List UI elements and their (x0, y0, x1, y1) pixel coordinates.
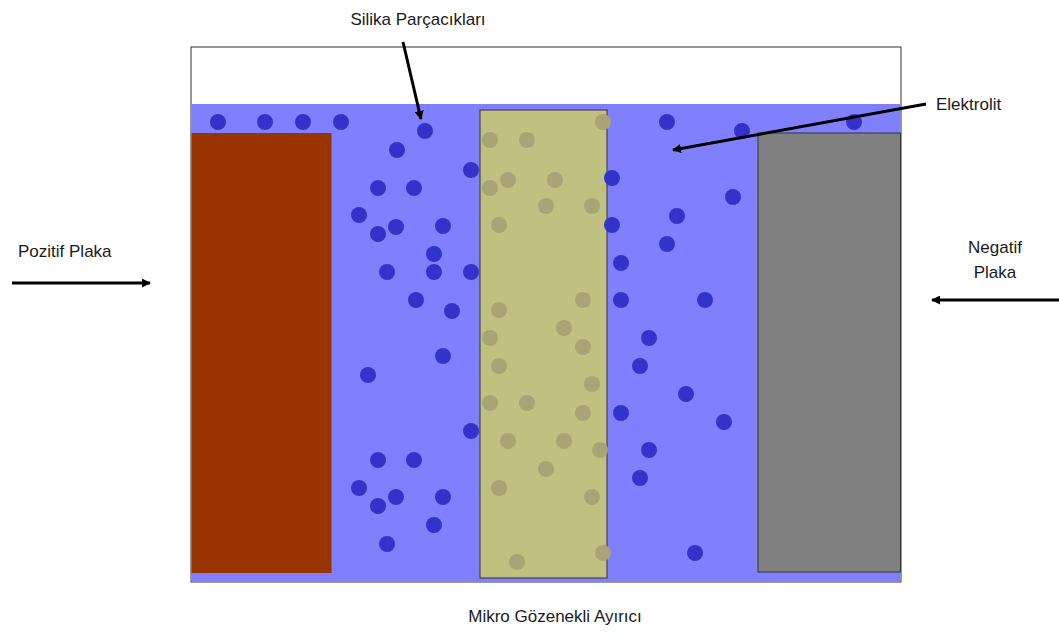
leader-arrow (403, 42, 421, 119)
separator-particle (556, 320, 572, 336)
silica-particle (669, 208, 685, 224)
silica-particle (370, 452, 386, 468)
silica-particle (463, 264, 479, 280)
electrolyte-label: Elektrolit (936, 93, 1001, 118)
silica-particle (426, 246, 442, 262)
silica-particle (678, 386, 694, 402)
separator-particle (491, 358, 507, 374)
separator-particle (491, 302, 507, 318)
silica-particle (435, 218, 451, 234)
silica-particle (426, 264, 442, 280)
silica-particle (687, 545, 703, 561)
separator-particle (592, 442, 608, 458)
separator-label: Mikro Gözenekli Ayırıcı (468, 605, 642, 630)
separator-particle (519, 132, 535, 148)
separator-particle (575, 292, 591, 308)
silica-particle (417, 123, 433, 139)
silica-particle (613, 405, 629, 421)
silica-particle (370, 498, 386, 514)
separator-particle (491, 480, 507, 496)
silica-particle (435, 348, 451, 364)
silica-particle (725, 189, 741, 205)
silica-particle (388, 489, 404, 505)
silica-particle (351, 207, 367, 223)
silica-particle (388, 219, 404, 235)
separator-particle (538, 461, 554, 477)
separator-particle (547, 172, 563, 188)
silica-particle (210, 114, 226, 130)
separator-particle (595, 545, 611, 561)
separator-particle (584, 376, 600, 392)
electrolyte (192, 104, 901, 582)
silica-particle (632, 358, 648, 374)
silica-particle (370, 226, 386, 242)
positive-plate (192, 133, 332, 573)
silica-particle (370, 180, 386, 196)
separator-particle (584, 198, 600, 214)
silica-particle (444, 303, 460, 319)
leader-arrows (12, 42, 1059, 300)
separator-particle (482, 395, 498, 411)
particle-label: Silika Parçacıkları (350, 8, 485, 33)
silica-particle (604, 217, 620, 233)
separator-particle (519, 395, 535, 411)
micro-porous-separator (480, 110, 607, 578)
separator-particle (482, 330, 498, 346)
silica-particle (697, 292, 713, 308)
silica-particle (379, 264, 395, 280)
silica-particle (604, 170, 620, 186)
silica-particle (613, 292, 629, 308)
separator-particle (575, 405, 591, 421)
silica-particle (333, 114, 349, 130)
separator-particle (482, 132, 498, 148)
separator-particle (538, 198, 554, 214)
plate-label: Negatif Plaka (955, 236, 1035, 285)
separator-particle (500, 172, 516, 188)
silica-particle (257, 114, 273, 130)
silica-particle (406, 452, 422, 468)
separator-particle (491, 217, 507, 233)
separator-particle (595, 114, 611, 130)
separator-particle (509, 554, 525, 570)
negative-plate (758, 133, 901, 572)
silica-particle (360, 367, 376, 383)
leader-arrow (12, 282, 150, 285)
separator-particle (575, 339, 591, 355)
silica-particle (632, 470, 648, 486)
silica-particle (641, 442, 657, 458)
silica-particles (210, 114, 862, 570)
leader-arrow (673, 104, 926, 150)
separator-particle (556, 433, 572, 449)
silica-particle (659, 236, 675, 252)
separator-particle (584, 489, 600, 505)
separator-particle (482, 180, 498, 196)
silica-particle (613, 255, 629, 271)
silica-particle (379, 536, 395, 552)
silica-particle (351, 480, 367, 496)
silica-particle (295, 114, 311, 130)
silica-particle (408, 292, 424, 308)
leader-arrow (932, 299, 1059, 302)
silica-particle (426, 517, 442, 533)
silica-particle (659, 114, 675, 130)
separator-particle (500, 433, 516, 449)
silica-particle (463, 423, 479, 439)
silica-particle (463, 162, 479, 178)
silica-particle (716, 414, 732, 430)
silica-particle (435, 489, 451, 505)
plate-label: Pozitif Plaka (18, 240, 112, 265)
silica-particle (389, 142, 405, 158)
silica-particle (641, 330, 657, 346)
silica-particle (406, 180, 422, 196)
